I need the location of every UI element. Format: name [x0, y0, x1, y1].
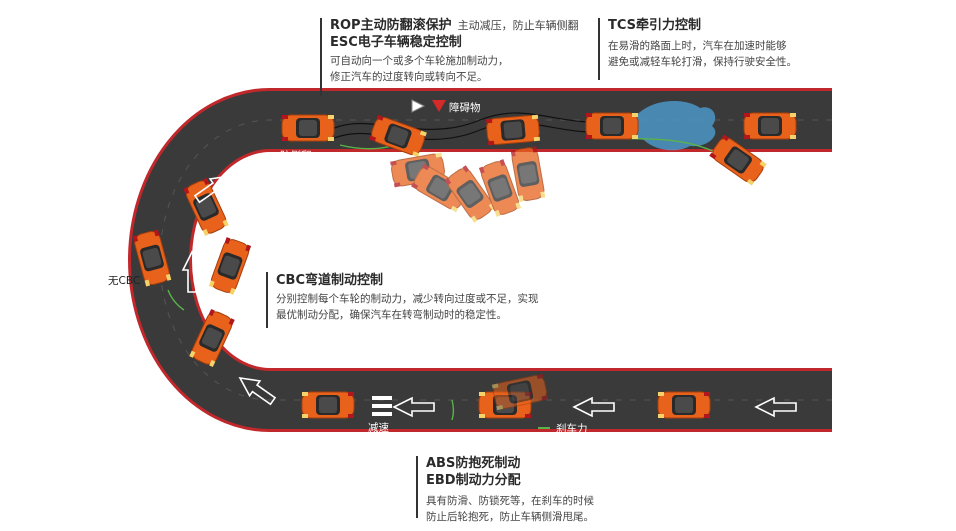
abs-desc-2: 防止后轮抱死，防止车辆侧滑甩尾。 — [426, 511, 594, 523]
rop-subtitle: 主动减压，防止车辆侧翻 — [457, 19, 579, 32]
cbc-desc-1: 分别控制每个车轮的制动力，减少转向过度或不足，实现 — [276, 293, 539, 305]
swerve-path — [329, 112, 621, 131]
tcs-desc-1: 在易滑的路面上时，汽车在加速时能够 — [608, 40, 787, 52]
no-cbc-label: 无CBC — [108, 275, 141, 287]
car — [657, 391, 711, 419]
ebd-title: EBD制动力分配 — [426, 473, 521, 488]
decelerate-label: 减速 — [368, 422, 389, 434]
car — [301, 391, 355, 419]
cbc-desc-2: 最优制动分配，确保汽车在转弯制动时的稳定性。 — [276, 309, 507, 321]
brake-force-label: 刹车力 — [556, 423, 588, 435]
rop-title: ROP主动防翻滚保护主动减压，防止车辆侧翻 — [330, 18, 579, 33]
water-puddle — [632, 101, 716, 151]
car — [585, 112, 639, 140]
rop-esc-callout: ROP主动防翻滚保护主动减压，防止车辆侧翻 ESC电子车辆稳定控制 可自动向一个… — [330, 17, 579, 85]
esc-title: ESC电子车辆稳定控制 — [330, 35, 462, 50]
abs-title: ABS防抱死制动 — [426, 456, 521, 471]
rollover-cars — [389, 145, 546, 224]
car — [485, 114, 541, 146]
abs-desc-1: 具有防滑、防锁死等，在刹车的时候 — [426, 495, 594, 507]
obstacle-icon — [411, 99, 446, 113]
esc-desc-2: 修正汽车的过度转向或转向不足。 — [330, 71, 488, 83]
decelerate-marker — [372, 396, 392, 416]
cbc-callout: CBC弯道制动控制 分别控制每个车轮的制动力，减少转向过度或不足，实现 最优制动… — [276, 272, 539, 323]
anti-rollover-label: 防侧翻 — [280, 150, 312, 162]
car — [208, 236, 252, 296]
obstacle-label: 障碍物 — [449, 102, 481, 114]
tcs-desc-2: 避免或减轻车轮打滑，保持行驶安全性。 — [608, 56, 797, 68]
car — [743, 112, 797, 140]
tcs-callout: TCS牵引力控制 在易滑的路面上时，汽车在加速时能够 避免或减轻车轮打滑，保持行… — [608, 17, 797, 70]
tcs-title: TCS牵引力控制 — [608, 18, 702, 33]
cbc-title: CBC弯道制动控制 — [276, 273, 383, 288]
car — [281, 114, 335, 142]
esc-desc-1: 可自动向一个或多个车轮施加制动力， — [330, 55, 509, 67]
abs-ebd-callout: ABS防抱死制动 EBD制动力分配 具有防滑、防锁死等，在刹车的时候 防止后轮抱… — [426, 455, 594, 525]
